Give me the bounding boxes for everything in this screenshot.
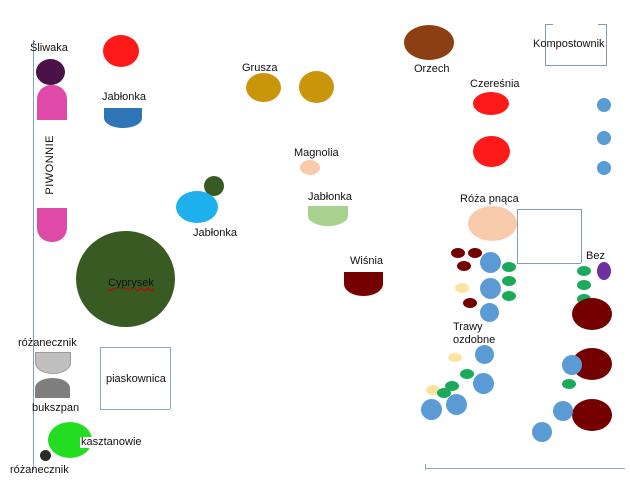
shrub-right-2 bbox=[597, 131, 611, 145]
cherry-tree-2 bbox=[473, 136, 510, 167]
grass-yellow-b bbox=[448, 353, 462, 362]
grass-green-f bbox=[437, 388, 451, 398]
rhododendron-small bbox=[40, 450, 51, 461]
apple-mid-label: Jabłonka bbox=[308, 191, 353, 203]
walnut-tree bbox=[404, 25, 454, 60]
rose-label: Róża pnąca bbox=[460, 193, 519, 205]
grass-blue-d bbox=[475, 345, 494, 364]
rhododendron-top bbox=[35, 352, 71, 374]
grass-blue-b bbox=[480, 278, 501, 299]
rose-box-left bbox=[517, 209, 518, 263]
boxwood-shrub bbox=[35, 378, 70, 398]
rose-box-top bbox=[517, 209, 581, 210]
grass-green-e bbox=[445, 381, 459, 391]
apple-left-tree bbox=[176, 191, 218, 223]
compost-bin-left bbox=[545, 24, 546, 66]
cherry-label: Czereśnia bbox=[470, 78, 520, 90]
maroon-tree-r1 bbox=[572, 298, 612, 330]
compost-label: Kompostownik bbox=[533, 38, 605, 50]
peony-bed-center bbox=[37, 120, 67, 208]
compost-bin-right bbox=[606, 24, 607, 66]
pear-label: Grusza bbox=[242, 62, 278, 74]
plum-tree bbox=[36, 59, 65, 85]
tree-red-top bbox=[103, 35, 139, 67]
chestnut-label: kasztanowie bbox=[80, 436, 143, 448]
shrub-maroon-c bbox=[457, 261, 471, 271]
grass-yellow-a bbox=[455, 283, 469, 293]
grass-blue-g bbox=[421, 399, 442, 420]
lilac-bush bbox=[597, 262, 611, 280]
grass-blue-e bbox=[473, 373, 494, 394]
left-boundary-line bbox=[33, 40, 34, 470]
cherry-tree-1 bbox=[473, 92, 509, 115]
grasses-label-2: ozdobne bbox=[453, 334, 496, 346]
apple-top-tree bbox=[104, 108, 142, 128]
cypress-tree bbox=[76, 231, 175, 327]
grass-green-c bbox=[502, 291, 516, 301]
pear-tree-2 bbox=[299, 71, 334, 103]
shrub-blue-r1 bbox=[562, 355, 582, 375]
magnolia-tree bbox=[300, 160, 320, 175]
bottom-boundary-stub bbox=[425, 464, 426, 470]
apple-mid-tree bbox=[308, 206, 348, 226]
bottom-boundary-line bbox=[425, 468, 625, 469]
maroon-tree-r3 bbox=[572, 399, 612, 431]
grass-blue-c bbox=[480, 303, 499, 322]
shrub-green-r4 bbox=[562, 379, 576, 389]
compost-bin-top-r bbox=[598, 24, 606, 25]
cypress-label: Cyprysek bbox=[108, 277, 154, 289]
grass-green-b bbox=[502, 276, 516, 286]
sandbox-label: piaskownica bbox=[106, 373, 166, 385]
rose-bush bbox=[468, 206, 517, 241]
sour-cherry-label: Wiśnia bbox=[350, 255, 384, 267]
grass-blue-a bbox=[480, 252, 501, 273]
apple-top-label: Jabłonka bbox=[102, 91, 147, 103]
grass-blue-f bbox=[446, 394, 467, 415]
boxwood-label: bukszpan bbox=[32, 402, 80, 414]
shrub-maroon-a bbox=[451, 248, 465, 258]
shrub-maroon-b bbox=[468, 248, 482, 258]
grass-yellow-c bbox=[426, 385, 440, 395]
grasses-label-1: Trawy bbox=[453, 321, 483, 333]
magnolia-label: Magnolia bbox=[294, 147, 339, 159]
sandbox-left bbox=[100, 347, 101, 409]
shrub-right-1 bbox=[597, 98, 611, 112]
sandbox-right bbox=[170, 347, 171, 409]
shrub-maroon-d bbox=[463, 298, 477, 308]
grass-green-d bbox=[460, 369, 474, 379]
compost-bin-top bbox=[545, 24, 553, 25]
shrub-green-r2 bbox=[577, 280, 591, 290]
pear-tree-1 bbox=[246, 73, 281, 102]
small-green-tree bbox=[204, 176, 224, 196]
plum-label: Śliwaka bbox=[30, 42, 68, 54]
rhododendron-bottom-label: różanecznik bbox=[10, 464, 69, 476]
walnut-label: Orzech bbox=[414, 63, 450, 75]
rose-box-right bbox=[581, 209, 582, 263]
lilac-label: Bez bbox=[586, 250, 605, 262]
shrub-blue-r3 bbox=[532, 422, 552, 442]
sandbox-bottom bbox=[100, 409, 170, 410]
grass-green-a bbox=[502, 262, 516, 272]
sandbox-top bbox=[100, 347, 170, 348]
peony-label: PIWONNIE bbox=[44, 135, 56, 195]
shrub-blue-r2 bbox=[553, 401, 573, 421]
shrub-green-r1 bbox=[577, 266, 591, 276]
sour-cherry-tree bbox=[344, 272, 383, 296]
rose-box-bottom bbox=[517, 263, 581, 264]
apple-left-label: Jabłonka bbox=[193, 227, 238, 239]
shrub-right-3 bbox=[597, 161, 611, 175]
compost-bin-bottom bbox=[545, 65, 606, 66]
rhododendron-top-label: różanecznik bbox=[18, 337, 77, 349]
